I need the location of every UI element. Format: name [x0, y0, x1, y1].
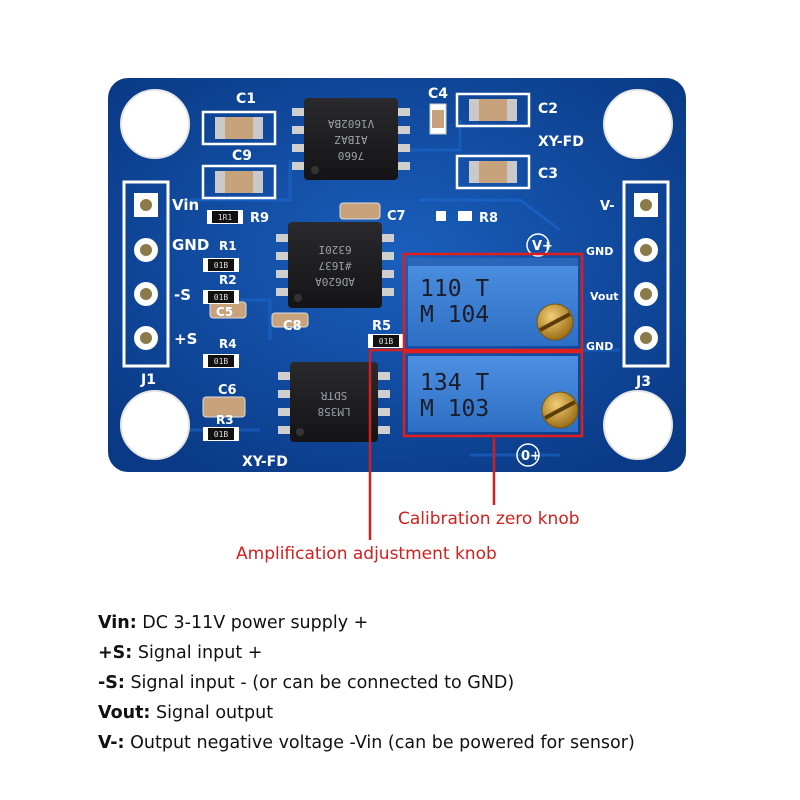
label-gnd-left: GND [172, 236, 209, 254]
chip-lm358-line1: LM358 [317, 405, 350, 418]
label-r2: R2 [219, 273, 237, 287]
code-r2: 01B [214, 293, 229, 302]
label-vout: Vout [590, 290, 619, 303]
label-brand-top: XY-FD [538, 134, 584, 150]
label-c6: C6 [218, 383, 237, 398]
label-c5: C5 [216, 305, 233, 319]
code-r1: 01B [214, 261, 229, 270]
legend-text: Signal input + [137, 643, 263, 663]
label-j1: J1 [140, 372, 156, 388]
label-vin: Vin [172, 196, 199, 214]
label-zero-symbol: 0+ [521, 449, 541, 464]
chip-lm358 [290, 362, 378, 442]
pcb-traces [180, 120, 620, 457]
code-r5: 01B [379, 337, 394, 346]
capacitors [201, 92, 531, 418]
label-c2: C2 [538, 101, 558, 117]
chip-ad620-line1: AD620A [315, 275, 355, 288]
label-brand-bottom: XY-FD [242, 454, 288, 470]
pot-amplification: 134 T M 103 [402, 350, 584, 438]
pot-lower-line2: M 103 [420, 396, 489, 422]
legend-key: -S: [98, 673, 125, 693]
code-r4: 01B [214, 357, 229, 366]
label-r1: R1 [219, 239, 237, 253]
label-plus-s: +S [174, 330, 197, 348]
label-c3: C3 [538, 166, 558, 182]
label-gnd-right-2: GND [586, 340, 613, 353]
chip-ad620-line3: 6320I [318, 243, 351, 256]
chip-lm358-line2: SDTR [320, 389, 347, 402]
label-c8: C8 [283, 319, 302, 334]
chip-7660-line3: V1602BA [327, 117, 374, 130]
legend-key: +S: [98, 643, 133, 663]
legend-text: Signal output [156, 703, 274, 723]
label-c1: C1 [236, 91, 256, 107]
legend-row: Vin: DC 3-11V power supply + [98, 608, 788, 638]
chip-pins [276, 108, 410, 434]
label-c7: C7 [387, 209, 406, 224]
label-minus-s: -S [174, 286, 191, 304]
label-r3: R3 [216, 413, 234, 427]
legend-key: Vin: [98, 613, 137, 633]
pot-calibration-zero: 110 T M 104 [402, 252, 584, 352]
callout-calibration-zero: Calibration zero knob [398, 509, 580, 529]
code-r9: 1R1 [218, 213, 233, 222]
legend-row: V-: Output negative voltage -Vin (can be… [98, 728, 788, 758]
legend-text: Output negative voltage -Vin (can be pow… [130, 733, 635, 753]
module-board-image: 7660 AIBAZ V1602BA AD620A #1637 6320I LM… [108, 78, 686, 564]
label-gnd-right-1: GND [586, 245, 613, 258]
label-v-minus: V- [600, 199, 615, 214]
chip-7660-line2: AIBAZ [334, 133, 367, 146]
label-c4: C4 [428, 86, 448, 102]
legend-key: V-: [98, 733, 125, 753]
code-r3: 01B [214, 430, 229, 439]
label-r8: R8 [479, 211, 498, 226]
j3-header [622, 180, 670, 368]
pot-upper-line2: M 104 [420, 302, 489, 328]
legend-key: Vout: [98, 703, 151, 723]
legend-row: +S: Signal input + [98, 638, 788, 668]
pot-upper-line1: 110 T [420, 276, 489, 302]
resistors [203, 210, 472, 441]
label-r9: R9 [250, 211, 269, 226]
label-r5: R5 [372, 319, 391, 334]
chip-7660-line1: 7660 [338, 149, 365, 162]
chip-7660 [304, 98, 398, 180]
pot-lower-line1: 134 T [420, 370, 489, 396]
label-v-plus-symbol: V+ [532, 239, 553, 254]
pin-legend: Vin: DC 3-11V power supply ++S: Signal i… [98, 608, 788, 758]
label-r4: R4 [219, 337, 237, 351]
label-c9: C9 [232, 148, 252, 164]
chip-ad620 [288, 222, 382, 308]
label-j3: J3 [635, 374, 651, 390]
mounting-holes [120, 89, 673, 460]
legend-row: -S: Signal input - (or can be connected … [98, 668, 788, 698]
chip-ad620-line2: #1637 [318, 259, 351, 272]
j1-header [122, 180, 170, 368]
legend-row: Vout: Signal output [98, 698, 788, 728]
callout-amplification: Amplification adjustment knob [236, 544, 497, 564]
legend-text: DC 3-11V power supply + [142, 613, 369, 633]
legend-text: Signal input - (or can be connected to G… [130, 673, 515, 693]
